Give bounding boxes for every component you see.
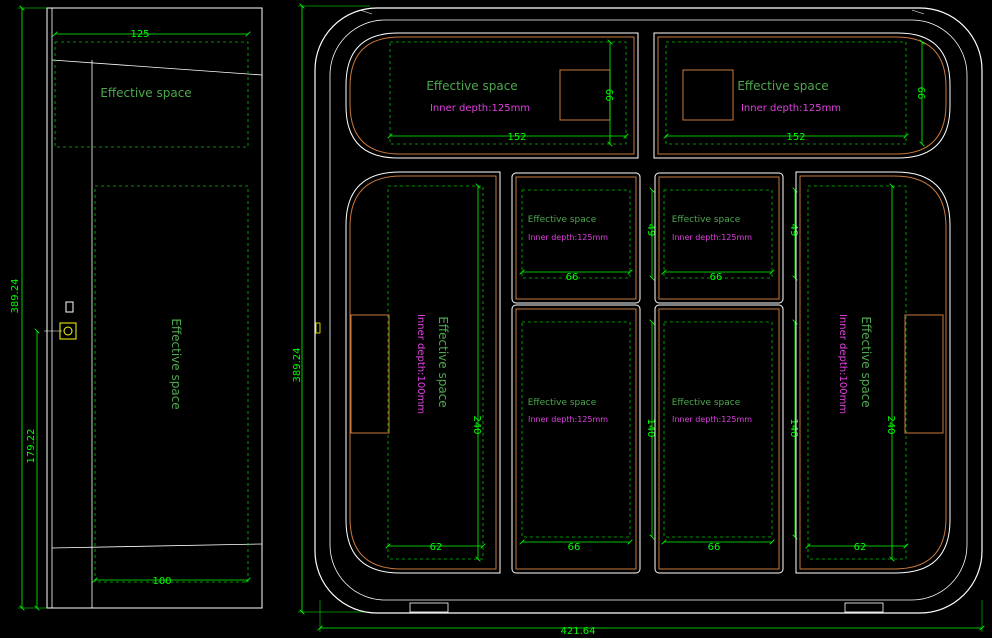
compartment-depth: Inner depth:125mm [741, 103, 841, 114]
compartment-label: Effective space [859, 316, 873, 407]
compartment-height: 140 [645, 418, 656, 437]
compartment-depth: Inner depth:125mm [430, 103, 530, 114]
side-view-base-line [51, 543, 263, 549]
compartment-label: Effective space [426, 79, 517, 93]
compartment-top-left: Effective space Inner depth:125mm 152 66 [345, 32, 639, 159]
side-view-total-height: 389.24 [10, 279, 21, 314]
tray-foot-left [409, 602, 449, 613]
compartment-height: 49 [788, 224, 799, 237]
compartment-width: 62 [854, 542, 867, 553]
top-view-overall-width: 421.64 [561, 626, 596, 637]
side-view: Effective space Effective space 125 100 … [10, 7, 263, 609]
compartment-label: Effective space [528, 215, 597, 225]
compartment-left-tall: Effective space Inner depth:100mm 62 240 [345, 171, 501, 574]
handle-recess [559, 69, 611, 121]
compartment-top-right: Effective space Inner depth:125mm 152 66 [653, 32, 951, 159]
compartment-width: 66 [710, 272, 723, 283]
compartment-depth: Inner depth:125mm [528, 233, 608, 242]
compartment-width: 66 [708, 542, 721, 553]
latch-box [59, 322, 77, 340]
compartment-mid-right-small: Effective space Inner depth:125mm 66 49 [654, 172, 799, 304]
handle-recess [904, 314, 944, 434]
tray-outer [314, 7, 983, 614]
compartment-label: Effective space [672, 215, 741, 225]
top-view-overall-height: 389.24 [292, 348, 303, 383]
compartment-width: 152 [507, 132, 526, 143]
compartment-label: Effective space [737, 79, 828, 93]
compartment-depth: Inner depth:100mm [837, 314, 848, 414]
latch-slot [65, 301, 74, 313]
top-view: 389.24 421.64 Effective space Inner dept… [292, 6, 982, 637]
tray-inner [329, 19, 968, 601]
compartment-mid-right-big: Effective space Inner depth:125mm 66 140 [654, 304, 799, 574]
compartment-label: Effective space [436, 316, 450, 407]
compartment-depth: Inner depth:125mm [672, 415, 752, 424]
compartment-height: 66 [915, 87, 926, 100]
compartment-width: 62 [430, 542, 443, 553]
side-view-top-width: 125 [130, 29, 149, 40]
side-view-outline [46, 7, 263, 609]
compartment-height: 66 [603, 89, 614, 102]
compartment-right-tall: Effective space Inner depth:100mm 62 240 [795, 171, 951, 574]
compartment-depth: Inner depth:125mm [672, 233, 752, 242]
compartment-label: Effective space [528, 398, 597, 408]
side-view-lid-line [51, 59, 263, 76]
compartment-width: 152 [786, 132, 805, 143]
compartment-width: 66 [568, 542, 581, 553]
tray-side-clip [315, 322, 321, 334]
side-view-main-label: Effective space [169, 318, 183, 409]
side-view-bottom-width: 100 [152, 576, 171, 587]
compartment-height: 240 [885, 415, 896, 434]
handle-recess [350, 314, 390, 434]
compartment-mid-left-big: Effective space Inner depth:125mm 66 140 [511, 304, 656, 574]
latch-knob [63, 326, 73, 336]
tray-foot-right [844, 602, 884, 613]
compartment-height: 240 [471, 415, 482, 434]
side-view-top-effective [54, 41, 249, 148]
side-view-lower-height: 179.22 [26, 429, 37, 464]
compartment-width: 66 [566, 272, 579, 283]
handle-recess [682, 69, 734, 121]
compartment-depth: Inner depth:100mm [415, 314, 426, 414]
compartment-depth: Inner depth:125mm [528, 415, 608, 424]
compartment-mid-left-small: Effective space Inner depth:125mm 66 49 [511, 172, 656, 304]
compartment-label: Effective space [672, 398, 741, 408]
compartment-height: 140 [788, 418, 799, 437]
compartment-height: 49 [645, 224, 656, 237]
side-view-top-label: Effective space [100, 86, 191, 100]
